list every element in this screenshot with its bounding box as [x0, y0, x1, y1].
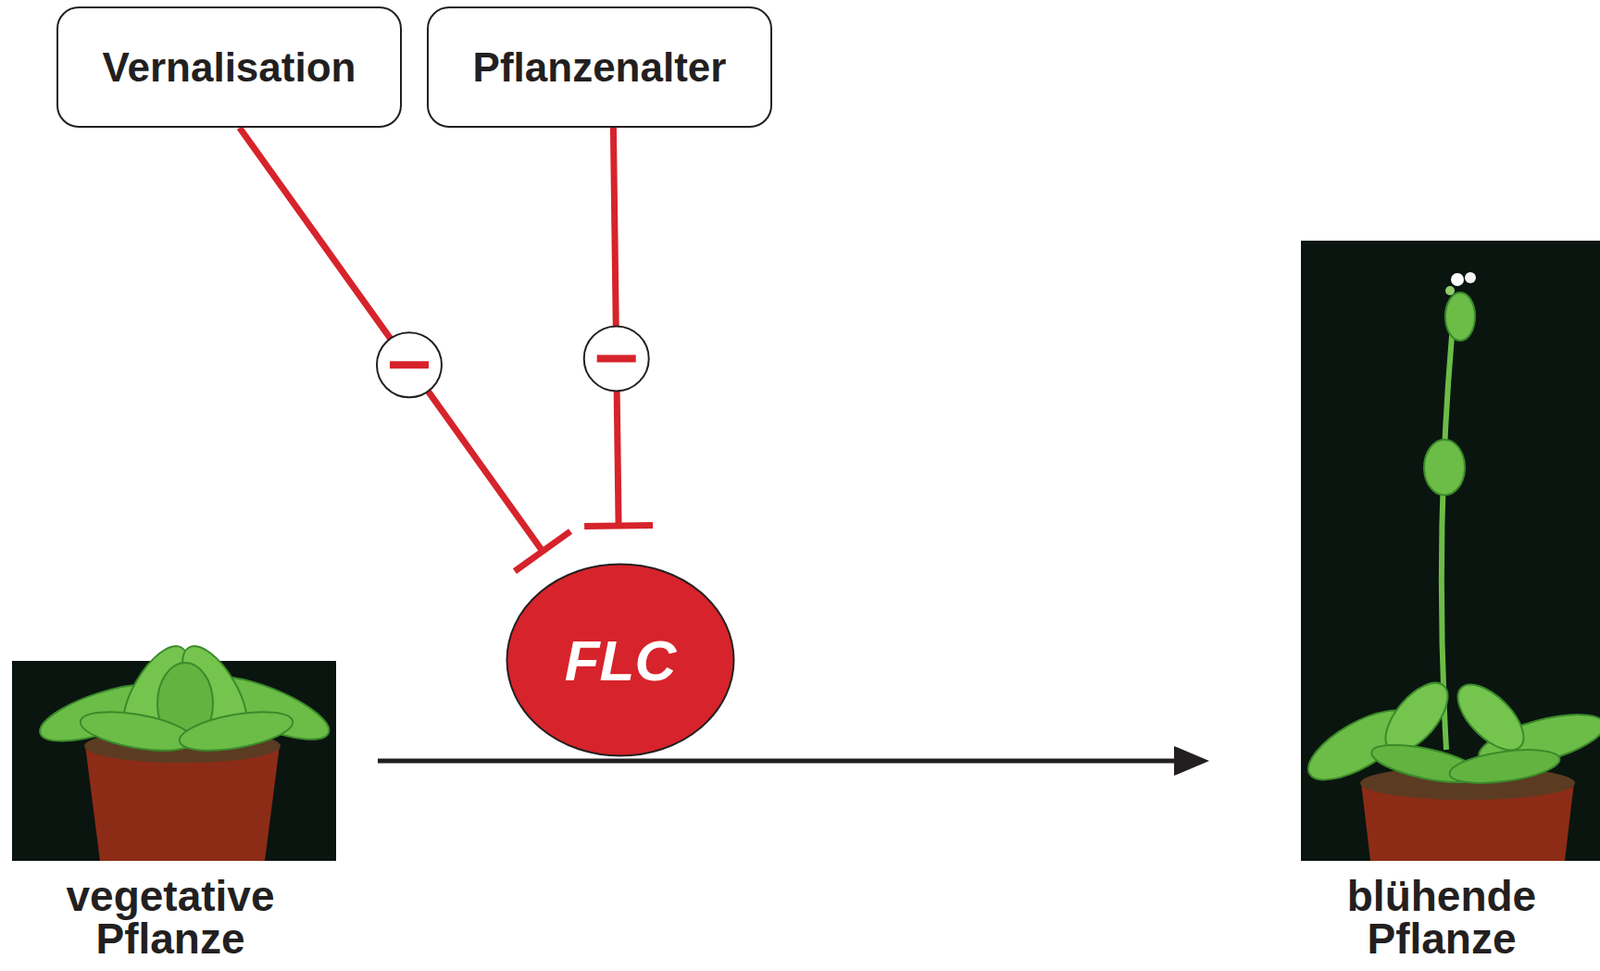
- factor-box: Pflanzenalter: [426, 6, 773, 128]
- minus-sign: [597, 354, 637, 363]
- inhibition-connector: [239, 127, 571, 572]
- ellipse-shape: [507, 564, 735, 757]
- inhibition-connector: [584, 127, 653, 526]
- stem-leaf: [1424, 439, 1465, 496]
- flower-bud: [1445, 286, 1455, 296]
- flower-stem: [1441, 296, 1456, 750]
- minus-circle: [376, 332, 442, 398]
- inhibition-line: [239, 127, 543, 552]
- stage-label: blühende Pflanze: [1288, 875, 1595, 961]
- flower: [1450, 273, 1464, 287]
- leaf: [1447, 744, 1562, 789]
- leaf: [176, 705, 296, 759]
- inhibition-bar: [584, 522, 653, 530]
- minus-circle: [584, 325, 650, 391]
- factor-name: Vernalisation: [102, 44, 357, 91]
- inhibition-bar: [514, 531, 571, 572]
- stem-leaf: [1445, 292, 1475, 341]
- arrow-head: [1174, 746, 1210, 776]
- leaf: [77, 705, 197, 759]
- factor-box: Vernalisation: [56, 6, 402, 128]
- gene-name: FLC: [564, 627, 677, 694]
- photo-background: [12, 661, 337, 862]
- leaf: [1447, 674, 1536, 763]
- gene-ellipse: FLC: [505, 562, 736, 758]
- factor-name: Pflanzenalter: [473, 44, 727, 91]
- minus-sign: [389, 361, 429, 369]
- stage-label: vegetative Pflanze: [3, 875, 338, 961]
- development-arrow: [377, 759, 1178, 764]
- flower: [1464, 272, 1476, 284]
